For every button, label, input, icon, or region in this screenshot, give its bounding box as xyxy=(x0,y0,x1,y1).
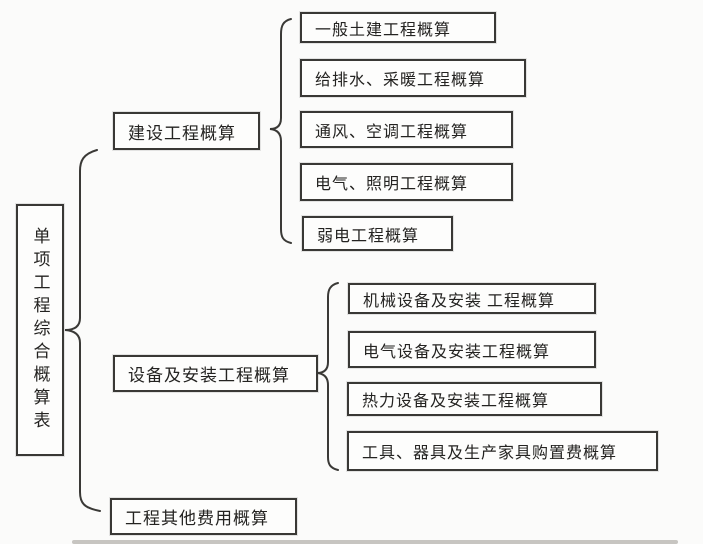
level1-label: 设备及安装工程概算 xyxy=(128,366,290,385)
level2-box-electrical-equipment: 电气设备及安装工程概算 xyxy=(348,331,596,368)
level2-box-ventilation-ac: 通风、空调工程概算 xyxy=(300,111,513,148)
level2-label: 通风、空调工程概算 xyxy=(315,123,469,141)
level2-label: 热力设备及安装工程概算 xyxy=(362,393,550,410)
level2-box-thermal-equipment: 热力设备及安装工程概算 xyxy=(347,382,602,416)
level2-box-mechanical-equipment: 机械设备及安装 工程概算 xyxy=(348,283,596,314)
level2-label: 给排水、采暖工程概算 xyxy=(315,72,486,89)
level2-label: 弱电工程概算 xyxy=(317,227,420,245)
level1-box-other-costs: 工程其他费用概算 xyxy=(110,498,297,535)
scan-artifact-strip xyxy=(72,540,678,544)
level2-box-weak-current: 弱电工程概算 xyxy=(302,216,453,251)
level2-label: 机械设备及安装 工程概算 xyxy=(363,292,556,310)
level2-label: 电气设备及安装工程概算 xyxy=(363,343,551,361)
level1-box-equipment-installation: 设备及安装工程概算 xyxy=(113,355,318,392)
brace-construction-to-children xyxy=(269,18,292,244)
level2-label: 工具、器具及生产家具购置费概算 xyxy=(362,445,618,462)
level1-label: 工程其他费用概算 xyxy=(125,509,269,528)
level2-box-tools-furniture: 工具、器具及生产家具购置费概算 xyxy=(347,431,658,471)
brace-root-to-level1 xyxy=(64,149,101,512)
root-label: 单项工程综合概算表 xyxy=(30,226,50,434)
level2-label: 电气、照明工程概算 xyxy=(315,176,469,193)
brace-equipment-to-children xyxy=(316,282,339,471)
level2-box-general-civil: 一般土建工程概算 xyxy=(300,12,496,43)
root-box-single-project-summary: 单项工程综合概算表 xyxy=(16,204,64,456)
level2-box-water-heating: 给排水、采暖工程概算 xyxy=(300,59,526,97)
level2-box-electrical-lighting: 电气、照明工程概算 xyxy=(300,163,513,201)
level1-box-construction: 建设工程概算 xyxy=(113,112,260,150)
level1-label: 建设工程概算 xyxy=(128,123,236,143)
level2-label: 一般土建工程概算 xyxy=(315,21,452,39)
